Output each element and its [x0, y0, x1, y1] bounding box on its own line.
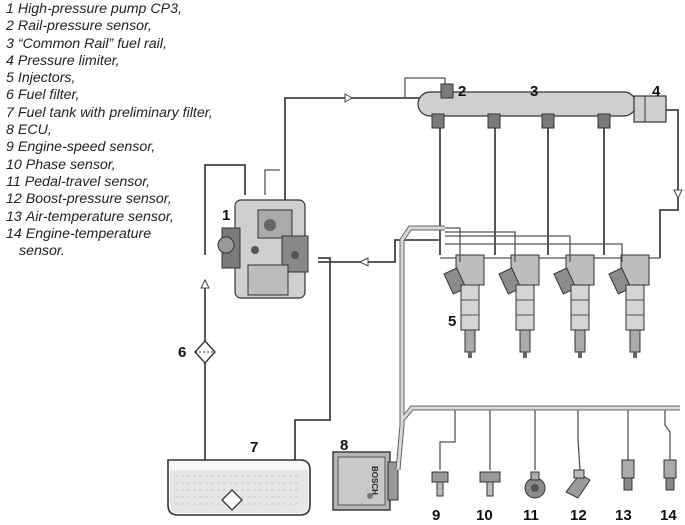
flow-arrow-icon	[358, 257, 369, 267]
air-temperature-sensor	[621, 459, 635, 491]
callout-10: 10	[476, 507, 493, 524]
high-pressure-pump	[217, 199, 309, 299]
callout-3: 3	[530, 83, 538, 100]
callout-4: 4	[652, 83, 661, 100]
callout-6: 6	[178, 344, 186, 361]
injector-3	[553, 254, 595, 358]
flow-arrow-icon	[200, 278, 210, 289]
pump-feed-loop	[204, 164, 246, 255]
pressure-limiter	[633, 95, 667, 123]
injectors	[443, 254, 650, 358]
return-line	[294, 257, 331, 462]
injector-wire-2	[445, 231, 516, 262]
callout-7: 7	[250, 439, 258, 456]
injector-4	[608, 254, 650, 358]
callout-9: 9	[432, 507, 440, 524]
fuel-filter-icon	[194, 339, 216, 365]
pedal-travel-sensor	[524, 471, 546, 499]
callout-11: 11	[523, 507, 539, 524]
flow-arrow-icon	[673, 189, 683, 200]
flow-arrow-icon	[344, 93, 354, 103]
injector-wire-1	[445, 227, 461, 262]
sensor-wire-14	[664, 410, 671, 460]
callout-8: 8	[340, 437, 348, 454]
injector-2	[498, 254, 540, 358]
ecu	[332, 451, 399, 511]
boost-pressure-sensor	[565, 469, 591, 499]
phase-sensor	[479, 471, 501, 497]
pump-inner-line	[264, 169, 280, 195]
wiring-harness	[395, 225, 445, 471]
injector-wire-3	[445, 235, 571, 262]
callout-14: 14	[660, 507, 677, 524]
engine-temperature-sensor	[663, 459, 677, 491]
legend-item-3: 3“Common Rail” fuel rail,	[6, 35, 167, 52]
callout-13: 13	[615, 507, 632, 524]
leak-back-line	[318, 239, 438, 263]
injector-1	[443, 254, 485, 358]
rail-pressure-sensor	[440, 83, 454, 99]
engine-speed-sensor	[431, 471, 449, 497]
callout-1: 1	[222, 207, 230, 224]
ecu-brand-label: BOSCH	[370, 466, 379, 495]
fuel-tank	[167, 459, 311, 516]
callout-5: 5	[448, 313, 456, 330]
callout-2: 2	[458, 83, 466, 100]
injector-wire-4	[445, 243, 623, 262]
limiter-return-line	[659, 109, 679, 258]
high-pressure-line	[284, 97, 425, 205]
callout-12: 12	[570, 507, 587, 524]
sensor-wire-9	[439, 410, 456, 470]
sensor-wire-12	[577, 410, 581, 471]
sensor-harness	[400, 405, 680, 422]
